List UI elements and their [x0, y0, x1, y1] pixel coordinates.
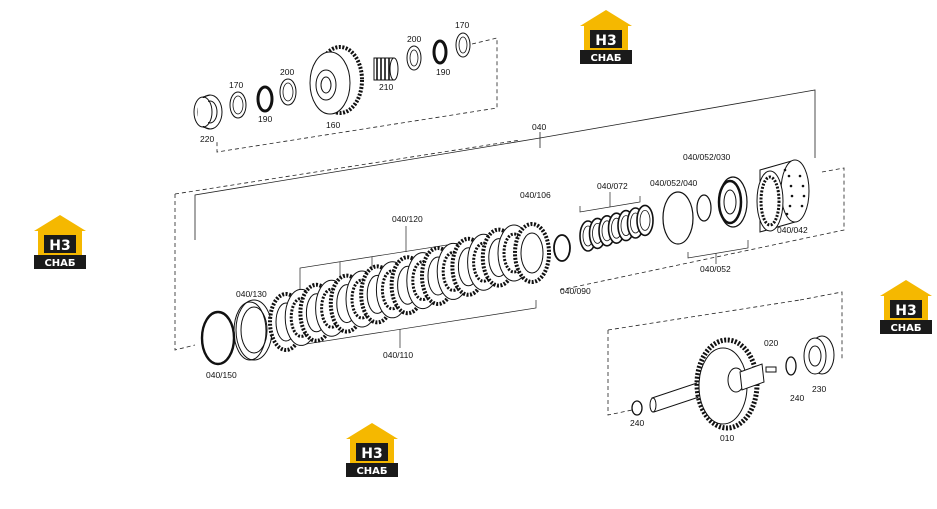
label-040-052-040: 040/052/040	[650, 178, 698, 188]
label-220: 220	[200, 134, 214, 144]
label-040-150: 040/150	[206, 370, 237, 380]
bracket-040-052	[687, 240, 749, 264]
label-020: 020	[764, 338, 778, 348]
label-040-090: 040/090	[560, 286, 591, 296]
label-010: 010	[720, 433, 734, 443]
label-040-052: 040/052	[700, 264, 731, 274]
label-040-120: 040/120	[392, 214, 423, 224]
pressure-plate-040-130	[233, 299, 273, 361]
label-040-072: 040/072	[597, 181, 628, 191]
piston-040-052	[717, 176, 748, 228]
svg-text:СНАБ: СНАБ	[590, 53, 621, 64]
label-190-left: 190	[258, 114, 272, 124]
ring-040-052-030	[696, 194, 712, 222]
washer-200-right	[406, 45, 422, 71]
svg-text:H3: H3	[49, 238, 70, 254]
label-160: 160	[326, 120, 340, 130]
label-240-right: 240	[790, 393, 804, 403]
label-040-106: 040/106	[520, 190, 551, 200]
svg-text:H3: H3	[895, 303, 916, 319]
label-040: 040	[532, 122, 546, 132]
label-040-052-030: 040/052/030	[683, 152, 731, 162]
brand-logo: H3 СНАБ	[34, 215, 86, 269]
spring-washer	[636, 204, 654, 237]
label-040-042: 040/042	[777, 225, 808, 235]
label-240-shaft: 240	[630, 418, 644, 428]
label-040-110: 040/110	[383, 350, 413, 360]
label-170-left: 170	[229, 80, 243, 90]
leader-040	[194, 89, 816, 240]
ring-040-090	[553, 234, 571, 262]
svg-text:СНАБ: СНАБ	[890, 323, 921, 334]
label-200-right: 200	[407, 34, 421, 44]
bracket-040-072	[579, 192, 641, 213]
label-170-right: 170	[455, 20, 469, 30]
spring-washers-040-072	[579, 204, 654, 252]
label-210: 210	[379, 82, 393, 92]
washer-170-left	[229, 91, 247, 119]
ring-190-right	[432, 39, 448, 65]
ring-240-shaft	[631, 400, 643, 416]
svg-text:H3: H3	[595, 33, 616, 49]
clutch-drum-040-042	[756, 159, 810, 233]
washer-170-right	[455, 32, 471, 58]
label-040-130: 040/130	[236, 289, 267, 299]
label-230: 230	[812, 384, 826, 394]
assembly-outline-top	[216, 37, 498, 153]
label-190-right: 190	[436, 67, 450, 77]
snap-ring-040-150	[200, 310, 236, 366]
seal-040-052-040	[662, 191, 694, 245]
ring-190-left	[256, 85, 274, 113]
brand-logo: H3 СНАБ	[880, 280, 932, 334]
bearing-220	[193, 94, 223, 130]
svg-text:СНАБ: СНАБ	[44, 258, 75, 269]
assembly-outline-output-shaft	[607, 291, 843, 416]
svg-text:СНАБ: СНАБ	[356, 466, 387, 477]
pin-020	[765, 366, 777, 373]
brand-logo: H3 СНАБ	[346, 423, 398, 477]
ring-240-right	[785, 356, 797, 376]
assembly-outline-clutch	[174, 139, 845, 351]
shaft-gear-010	[649, 337, 765, 431]
disc-040-106	[513, 222, 551, 284]
label-200-left: 200	[280, 67, 294, 77]
needle-bearing-210	[373, 57, 399, 81]
washer-200-left	[279, 78, 297, 106]
bearing-230	[803, 335, 835, 375]
brand-logo: H3 СНАБ	[580, 10, 632, 64]
gear-160	[309, 45, 364, 115]
svg-text:H3: H3	[361, 446, 382, 462]
clutch-disc-pack	[268, 224, 531, 352]
part-labels: 220 170 190 200 160 210 200 190 170 040 …	[200, 20, 826, 443]
